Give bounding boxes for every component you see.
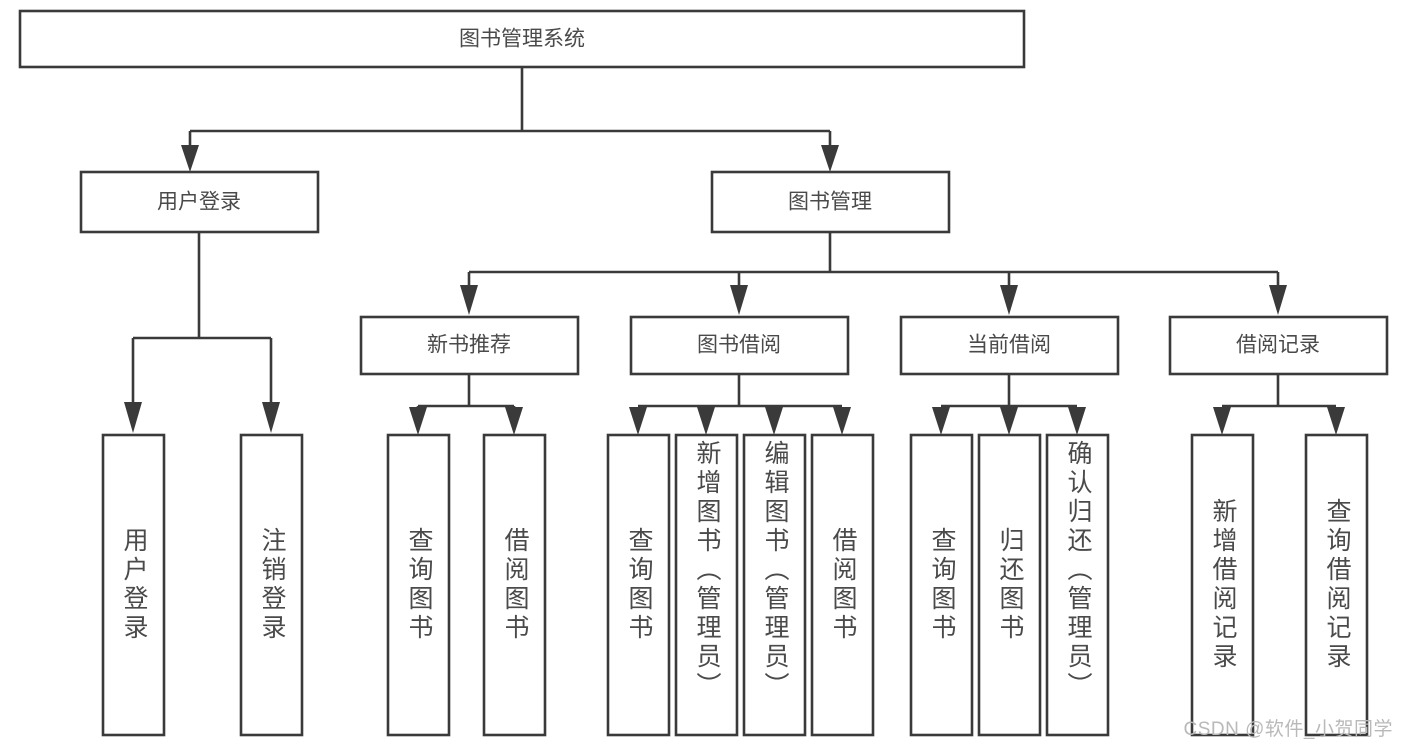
arrow-head-current-borrow <box>1000 285 1018 315</box>
node-label-book-management: 图书管理 <box>788 191 872 214</box>
node-box-borrow-records[interactable] <box>1168 315 1389 376</box>
arrow-head-bb-edit <box>765 407 783 435</box>
node-box-book-borrow[interactable] <box>629 315 850 376</box>
arrow-head-newbook-borrow <box>505 407 523 435</box>
node-label-new-book-recommend: 新书推荐 <box>427 334 511 357</box>
node-box-new-book-recommend[interactable] <box>359 315 580 376</box>
node-box-current-borrow[interactable] <box>899 315 1120 376</box>
node-box-leaf-nb-borrow-book[interactable] <box>482 433 547 737</box>
node-group: 图书管理系统 用户登录 图书管理 新书推荐 图书借阅 当前借阅 借阅记录 <box>18 9 1389 737</box>
node-label-root: 图书管理系统 <box>459 28 585 51</box>
node-label-user-login: 用户登录 <box>157 191 241 214</box>
arrow-head-new-book <box>460 285 478 315</box>
node-box-leaf-logout[interactable] <box>239 433 304 737</box>
arrow-head-user-login <box>181 145 199 172</box>
arrow-head-cb-return <box>1000 407 1018 435</box>
node-box-leaf-br-add-record[interactable] <box>1190 433 1255 737</box>
connector-group <box>124 67 1345 435</box>
arrow-head-bb-borrow <box>833 407 851 435</box>
arrow-head-leaf-logout <box>262 402 280 433</box>
node-label-borrow-records: 借阅记录 <box>1236 334 1320 357</box>
arrow-head-newbook-query <box>409 407 427 435</box>
arrow-head-cb-confirm <box>1068 407 1086 435</box>
arrow-head-br-add <box>1213 407 1231 435</box>
arrow-head-leaf-user-login <box>124 402 142 433</box>
arrow-head-bb-query <box>629 407 647 435</box>
node-box-user-login[interactable] <box>79 170 320 234</box>
node-box-book-management[interactable] <box>710 170 951 234</box>
node-box-leaf-bb-edit-book[interactable] <box>742 433 807 737</box>
node-box-leaf-bb-borrow-book[interactable] <box>810 433 875 737</box>
arrow-head-book-mgmt <box>821 145 839 172</box>
node-box-root[interactable] <box>18 9 1026 69</box>
node-box-leaf-cb-query-book[interactable] <box>909 433 974 737</box>
arrow-head-br-query <box>1327 407 1345 435</box>
arrow-head-bb-add <box>697 407 715 435</box>
arrow-head-book-borrow <box>730 285 748 315</box>
arrow-head-cb-query <box>932 407 950 435</box>
node-box-leaf-bb-query-book[interactable] <box>606 433 671 737</box>
node-box-leaf-nb-query-book[interactable] <box>386 433 451 737</box>
node-box-leaf-cb-return-book[interactable] <box>977 433 1042 737</box>
node-box-leaf-bb-add-book[interactable] <box>674 433 739 737</box>
arrow-head-borrow-record <box>1269 285 1287 315</box>
watermark-text: CSDN @软件_小贺同学 <box>1183 719 1393 740</box>
node-label-book-borrow: 图书借阅 <box>697 334 781 357</box>
node-label-current-borrow: 当前借阅 <box>967 334 1051 357</box>
node-box-leaf-user-login[interactable] <box>101 433 166 737</box>
node-box-leaf-br-query-record[interactable] <box>1304 433 1369 737</box>
node-box-leaf-cb-confirm-return[interactable] <box>1045 433 1110 737</box>
